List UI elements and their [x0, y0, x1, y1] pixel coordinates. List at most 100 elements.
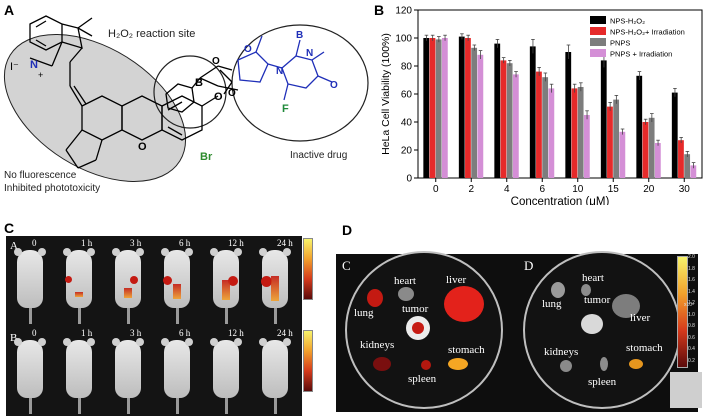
mouse-body	[213, 340, 239, 398]
mouse-body	[66, 340, 92, 398]
time-label: 1 h	[81, 328, 93, 338]
fluorophore-ellipse	[3, 34, 187, 182]
tumor-signal	[65, 276, 72, 283]
tumor-signal	[130, 276, 138, 284]
bar	[648, 117, 655, 178]
mouse: 24 h	[251, 326, 300, 414]
mouse-ear	[14, 248, 22, 256]
bar	[471, 47, 478, 178]
tumor-signal	[228, 276, 238, 286]
atom-o3: O	[212, 56, 220, 67]
scale-tick-label: 0.4	[688, 346, 695, 352]
panel-d-letter: D	[342, 222, 353, 238]
atom-br: Br	[200, 151, 213, 163]
mouse: 6 h	[153, 236, 202, 324]
x-tick-label: 2	[468, 184, 474, 195]
mouse-tail	[176, 308, 179, 324]
mouse-ear	[14, 338, 22, 346]
inhibited-label: Inhibited phototoxicity	[4, 183, 101, 194]
h2o2-site-label: H₂O₂ reaction site	[108, 28, 196, 40]
phenyl-boronate	[165, 65, 239, 113]
bar	[477, 54, 484, 178]
body-signal	[124, 288, 132, 298]
mouse-body	[17, 250, 43, 308]
row-a-label: A	[10, 240, 18, 252]
mouse-ear	[210, 338, 218, 346]
bar	[429, 38, 436, 178]
atom-o1: O	[138, 141, 147, 153]
tumor-signal	[163, 276, 172, 285]
plate-c-lung-signal	[367, 289, 383, 307]
mouse-body	[262, 340, 288, 398]
mouse-ear	[63, 338, 71, 346]
atom-o5: O	[244, 44, 252, 55]
bar	[458, 36, 465, 178]
mouse-tail	[29, 308, 32, 324]
color-scale-c-top	[303, 238, 313, 300]
time-label: 0	[32, 328, 37, 338]
mouse-tail	[78, 398, 81, 414]
nucleoside	[237, 35, 333, 101]
x-tick-label: 6	[539, 184, 545, 195]
bar	[441, 38, 448, 178]
mouse-tail	[29, 398, 32, 414]
mouse-tail	[225, 398, 228, 414]
mouse-ear	[161, 338, 169, 346]
legend-label: PNPS	[610, 39, 630, 48]
y-tick-label: 40	[401, 118, 413, 129]
plate-c-heart	[398, 287, 414, 301]
scale-tick-label: 2.0	[688, 254, 695, 260]
body-signal	[271, 276, 279, 301]
plate-d-label: D	[524, 258, 534, 273]
y-tick-label: 60	[401, 90, 413, 101]
atom-plus: +	[38, 70, 43, 80]
mouse-ear	[63, 248, 71, 256]
x-axis-label: Concentration (μM)	[511, 196, 610, 205]
chemical-structure: N + I⁻ O O Br B O O O N N O B F	[3, 15, 369, 182]
bar	[654, 143, 661, 178]
mouse-ear	[234, 338, 242, 346]
mouse-body	[115, 340, 141, 398]
plate-d-lung	[551, 282, 565, 298]
time-label: 3 h	[130, 238, 142, 248]
plate-d-spleen	[600, 357, 608, 371]
bar	[494, 43, 501, 178]
time-label: 0	[32, 238, 37, 248]
legend-label: NPS-H₂O₂	[610, 17, 645, 26]
time-label: 12 h	[228, 238, 244, 248]
indole-ring	[29, 15, 93, 107]
mouse-ear	[283, 248, 291, 256]
mouse-ear	[185, 338, 193, 346]
mouse: 12 h	[202, 236, 251, 324]
time-label: 12 h	[228, 328, 244, 338]
atom-o2: O	[214, 91, 223, 103]
color-scale-d	[677, 256, 688, 368]
bar	[684, 154, 691, 178]
mouse-tail	[225, 308, 228, 324]
time-label: 24 h	[277, 328, 293, 338]
bar	[607, 106, 613, 178]
time-label: 24 h	[277, 238, 293, 248]
mouse: 0	[6, 236, 55, 324]
bar	[671, 92, 678, 178]
plate-c-heart-label: heart	[394, 275, 416, 287]
atom-n1: N	[30, 59, 38, 71]
plate-d-lung-label: lung	[542, 298, 562, 310]
time-label: 3 h	[130, 328, 142, 338]
tumor-signal	[261, 276, 272, 287]
legend-swatch	[590, 16, 606, 24]
bar	[613, 99, 620, 178]
x-tick-label: 0	[433, 184, 439, 195]
mouse: 12 h	[202, 326, 251, 414]
scale-tick-label: 1.8	[688, 265, 695, 272]
body-signal	[173, 284, 181, 299]
mouse-ear	[161, 248, 169, 256]
x-tick-label: 20	[643, 184, 655, 195]
bar	[435, 39, 442, 179]
bar	[642, 122, 649, 178]
y-axis-label: HeLa Cell Viability (100%)	[380, 33, 392, 155]
color-scale-unit: x10⁸	[684, 302, 695, 308]
plate-c-kidneys-signal	[373, 357, 391, 371]
